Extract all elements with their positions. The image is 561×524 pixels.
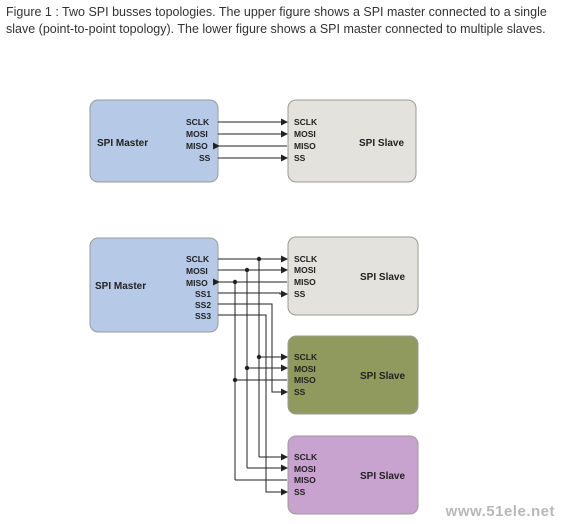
slave-1-pin-mosi: MOSI [294,265,316,275]
top-topology: SPI Master SCLK MOSI MISO SS SCLK MOSI M… [89,99,417,183]
slave-1-pin-miso: MISO [294,277,316,287]
top-master-pin-miso: MISO [186,141,208,151]
slave-1-pin-ss: SS [294,289,306,299]
slave-3-pin-ss: SS [294,487,306,497]
ss1-line [218,290,288,298]
top-slave-pin-miso: MISO [294,141,316,151]
slave-2-box [287,335,419,415]
slave-1-box [287,236,419,316]
top-slave-pin-sclk: SCLK [294,117,318,127]
top-slave-pin-mosi: MOSI [294,129,316,139]
slave-2-label: SPI Slave [360,371,405,382]
bottom-master-pin-miso: MISO [186,278,208,288]
slave-2-pin-ss: SS [294,387,306,397]
bottom-master-pin-ss3: SS3 [195,311,211,321]
slave-2-pin-mosi: MOSI [294,364,316,374]
slave-1-label: SPI Slave [360,272,405,283]
slave-2-pin-miso: MISO [294,375,316,385]
bottom-topology: SPI Master SCLK MOSI MISO SS1 SS2 SS3 SC… [89,236,419,515]
top-master-pin-ss: SS [199,153,211,163]
bottom-master-pin-sclk: SCLK [186,254,210,264]
top-master-pin-mosi: MOSI [186,129,208,139]
bottom-master-pin-ss1: SS1 [195,289,211,299]
slave-3-label: SPI Slave [360,471,405,482]
bottom-master-pin-ss2: SS2 [195,300,211,310]
slave-3-pin-mosi: MOSI [294,464,316,474]
top-master-box [89,99,219,183]
ss3-line [218,314,288,496]
top-slave-pin-ss: SS [294,153,306,163]
slave-1-pin-sclk: SCLK [294,254,318,264]
bottom-master-pin-mosi: MOSI [186,266,208,276]
miso-bus [213,278,287,481]
slave-3-pin-sclk: SCLK [294,452,318,462]
bottom-master-label: SPI Master [95,281,146,292]
slave-3-box [287,435,419,515]
sclk-bus [218,255,288,461]
top-master-pin-sclk: SCLK [186,117,210,127]
figure-caption: Figure 1 : Two SPI busses topologies. Th… [6,5,547,36]
top-master-label: SPI Master [97,138,148,149]
top-slave-box [287,99,417,183]
top-slave-label: SPI Slave [359,138,404,149]
watermark-logo: www.51ele.net [445,503,555,520]
ss2-line [218,303,288,396]
slave-3-pin-miso: MISO [294,475,316,485]
mosi-bus [218,266,288,472]
slave-2-pin-sclk: SCLK [294,352,318,362]
